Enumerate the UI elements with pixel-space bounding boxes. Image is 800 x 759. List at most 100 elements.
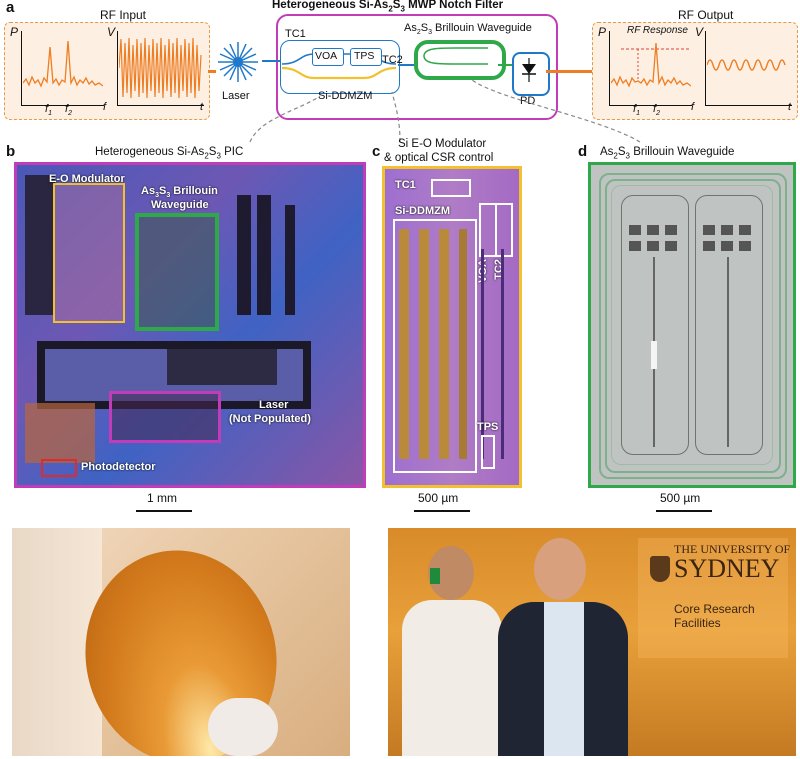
sign-line-3: Core Research: [674, 602, 755, 616]
sign-line-1: THE UNIVERSITY OF: [674, 542, 791, 556]
laser-note-b: (Not Populated): [229, 413, 311, 425]
panel-link-arrows: [249, 79, 641, 143]
pad: [647, 225, 659, 235]
person-right-shirt: [544, 602, 584, 756]
researchers-photo: THE UNIVERSITY OF SYDNEY Core Research F…: [388, 528, 796, 756]
person-left-body: [402, 600, 502, 756]
tps-label: TPS: [354, 50, 375, 62]
panel-a-title: Heterogeneous Si-As2S3 MWP Notch Filter: [272, 0, 504, 14]
waveguide-chamber-right: [695, 195, 763, 455]
waveguide-line: [727, 257, 729, 447]
scale-bar-d: [656, 510, 712, 512]
brillouin-label-b-line2: Waveguide: [151, 199, 209, 211]
electrode: [399, 229, 409, 459]
rf-output-f2-label: f2: [653, 103, 660, 118]
rf-output-spectrum-axes: [609, 31, 692, 106]
brillouin-label: As2S3 Brillouin Waveguide: [404, 22, 532, 37]
pad: [703, 225, 715, 235]
waveguide-chamber-left: [621, 195, 689, 455]
tps-region: [481, 435, 495, 469]
spiral-ring: [611, 185, 773, 465]
panel-c-caption-line2: & optical CSR control: [384, 152, 494, 164]
photodiode-icon: [522, 58, 536, 82]
rf-input-f1-label: f1: [45, 103, 52, 118]
panel-letter-c: c: [372, 143, 381, 160]
rf-output-line: [546, 70, 592, 73]
scale-label-c: 500 µm: [418, 491, 459, 505]
pad: [647, 241, 659, 251]
university-crest: [650, 556, 670, 582]
pad: [665, 241, 677, 251]
brillouin-waveguide-loop: [414, 40, 506, 80]
photodetector-region: [41, 459, 77, 477]
rf-input-time-plot: [119, 37, 202, 99]
rf-input-time-axes: [117, 31, 204, 106]
pic-block: [285, 205, 295, 315]
rf-output-time-plot: [707, 59, 786, 71]
pic-block: [257, 195, 271, 315]
tc2-region: [495, 203, 513, 257]
waveguide-trace: [481, 249, 484, 459]
rf-input-spectrum-axes: [21, 31, 104, 106]
pad: [665, 225, 677, 235]
pic-block: [167, 349, 277, 385]
pic-micrograph: E-O Modulator As3S3 Brillouin Waveguide …: [14, 162, 366, 488]
rf-input-box: P f f1 f2 V t: [4, 22, 210, 120]
rf-input-t-axis: t: [200, 101, 204, 113]
rf-output-box: RF Response P f f1 f2 V t: [592, 22, 798, 120]
pad: [629, 225, 641, 235]
brillouin-label-b: As3S3 Brillouin: [141, 185, 218, 200]
rf-input-title: RF Input: [100, 8, 147, 22]
spiral-ring: [605, 179, 781, 473]
laser-label: Laser: [222, 90, 250, 102]
modulator-micrograph: TC1 Si-DDMZM VOA TC2 TPS: [382, 166, 522, 488]
tps-box: [350, 48, 382, 66]
laser-burst-icon: [218, 42, 258, 82]
rf-output-time-axes: [705, 31, 792, 106]
taper: [651, 341, 657, 369]
scale-bar-c: [414, 510, 470, 512]
route-to-pd: [498, 64, 512, 66]
pic-block: [237, 195, 251, 315]
ddmzm-region: [393, 219, 477, 473]
spiral-ring: [599, 173, 787, 479]
panel-b-caption: Heterogeneous Si-As2S3 PIC: [95, 146, 244, 161]
tps-label-c: TPS: [477, 421, 499, 433]
ddmzm-label: Si-DDMZM: [318, 90, 373, 102]
electrode: [459, 229, 467, 459]
voa-label: VOA: [315, 50, 338, 62]
brillouin-spiral: [423, 47, 488, 65]
pad: [721, 241, 733, 251]
pad: [739, 225, 751, 235]
gloved-hand-right: [208, 698, 278, 756]
rf-input-v-axis: V: [107, 25, 116, 39]
panel-letter-d: d: [578, 143, 588, 160]
brillouin-region: [135, 213, 219, 331]
sign-line-2: SYDNEY: [674, 554, 780, 583]
laser-region: [109, 391, 221, 443]
pad: [721, 225, 733, 235]
panel-c-caption-line1: Si E-O Modulator: [398, 138, 487, 150]
sign-line-4: Facilities: [674, 616, 721, 630]
scale-bar-b: [136, 510, 192, 512]
wafer-photo: [12, 528, 350, 756]
rf-output-t-axis: t: [788, 101, 792, 113]
eo-modulator-label: E-O Modulator: [49, 173, 125, 185]
photodetector-label: Photodetector: [81, 461, 156, 473]
person-right-head: [534, 538, 586, 600]
tc1-label-c: TC1: [395, 179, 416, 191]
panel-d-caption: As2S3 Brillouin Waveguide: [600, 146, 735, 161]
pic-block: [25, 403, 95, 463]
pic-block: [25, 175, 55, 315]
chip-in-hand: [430, 568, 440, 584]
tc2-label: TC2: [382, 54, 403, 66]
electrode: [419, 229, 429, 459]
tc1-region: [431, 179, 471, 197]
pad: [629, 241, 641, 251]
rf-output-f-axis: f: [691, 101, 695, 113]
scale-label-b: 1 mm: [147, 491, 177, 505]
route-to-waveguide: [398, 64, 414, 66]
rf-response-label: RF Response: [627, 25, 688, 36]
laser-label-b: Laser: [259, 399, 289, 411]
electrode: [439, 229, 449, 459]
